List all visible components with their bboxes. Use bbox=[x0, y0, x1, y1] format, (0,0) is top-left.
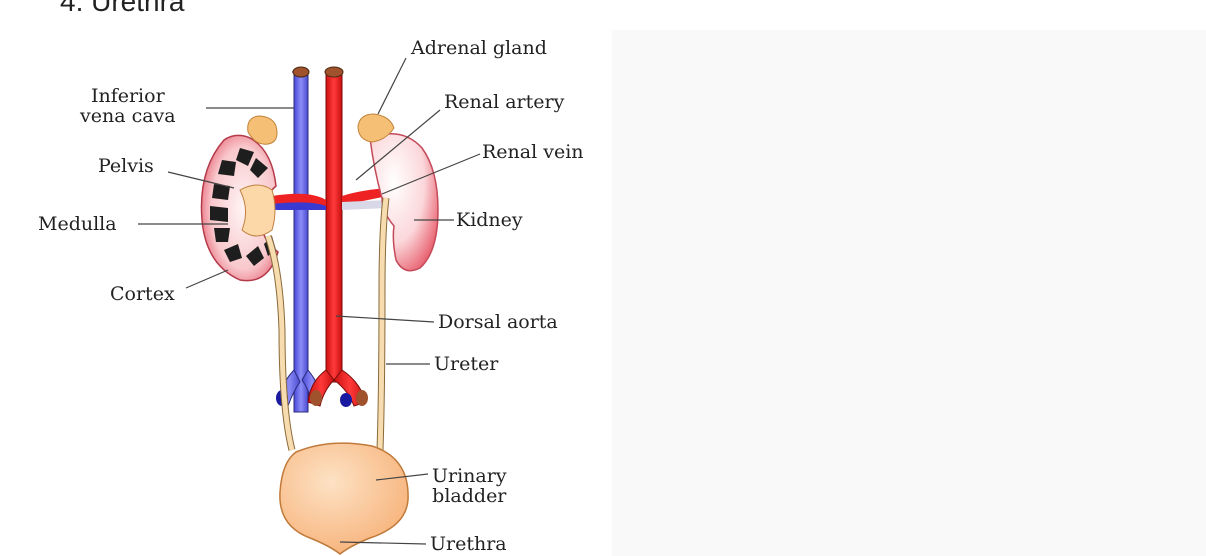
blank-panel bbox=[612, 30, 1206, 556]
label-cortex: Cortex bbox=[110, 284, 175, 304]
label-ureter: Ureter bbox=[434, 354, 498, 374]
label-medulla: Medulla bbox=[38, 214, 117, 234]
label-kidney: Kidney bbox=[456, 210, 523, 230]
label-urinary-bladder: Urinary bladder bbox=[432, 466, 507, 506]
label-adrenal-gland: Adrenal gland bbox=[411, 38, 547, 58]
excretory-system-diagram: Adrenal gland Inferior vena cava Renal a… bbox=[10, 30, 610, 556]
label-inferior-vena-cava: Inferior vena cava bbox=[80, 86, 176, 126]
top-strip: 4. Urethra bbox=[0, 0, 1206, 30]
label-pelvis: Pelvis bbox=[98, 156, 154, 176]
label-renal-vein: Renal vein bbox=[482, 142, 584, 162]
bladder-shape bbox=[280, 443, 408, 554]
partial-heading: 4. Urethra bbox=[60, 0, 185, 18]
label-renal-artery: Renal artery bbox=[444, 92, 564, 112]
label-dorsal-aorta: Dorsal aorta bbox=[438, 312, 558, 332]
label-urethra: Urethra bbox=[430, 534, 507, 554]
